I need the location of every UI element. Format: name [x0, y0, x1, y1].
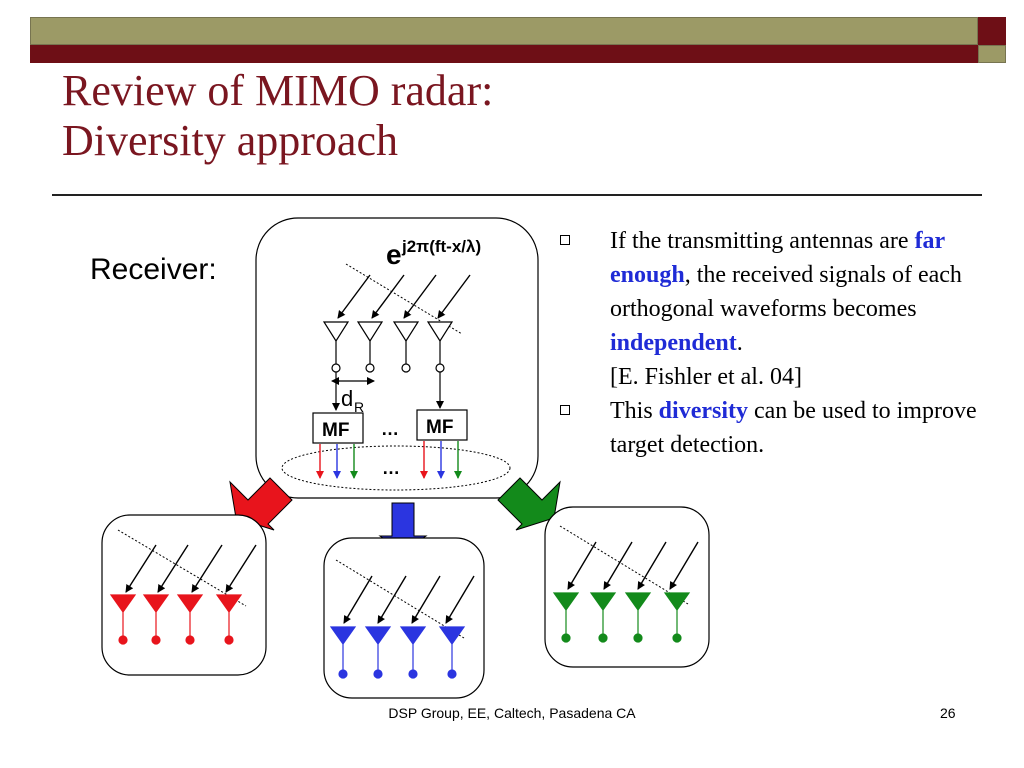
output-group-ellipse: [281, 445, 511, 491]
wave-exp-base: e: [386, 239, 402, 270]
mf-box-left: [312, 412, 364, 444]
receiver-label: Receiver:: [90, 253, 217, 286]
bullet-square-icon: [560, 235, 570, 245]
title-line-1: Review of MIMO radar:: [62, 66, 494, 115]
bullet-1-post: .: [736, 330, 743, 356]
bullet-item-2: This diversity can be used to improve ta…: [556, 394, 996, 462]
subarray-green: [544, 506, 710, 668]
bullet-1-highlight-independent: independent: [610, 330, 737, 356]
bullet-2-highlight-diversity: diversity: [658, 398, 748, 424]
green-branch-arrow: [497, 477, 561, 531]
title-divider: [52, 194, 982, 196]
header-bar-olive: [30, 17, 978, 45]
mf-outputs: [316, 441, 462, 479]
subarray-blue: [323, 537, 485, 699]
bullet-1-mid: , the received signals of each orthogona…: [610, 262, 962, 322]
header-square-maroon: [978, 17, 1006, 45]
bullet-square-icon: [560, 405, 570, 415]
footer-text: DSP Group, EE, Caltech, Pasadena CA: [388, 705, 636, 721]
mf-label-right: MF: [426, 417, 453, 438]
bullet-1-highlight-far: far enough: [610, 228, 945, 288]
spacing-label: d: [341, 386, 353, 411]
bullet-1-pre: If the transmitting antennas are: [610, 228, 915, 254]
header-square-olive: [978, 45, 1006, 63]
output-ellipsis: …: [382, 458, 400, 478]
mf-feeds: [332, 372, 444, 411]
bullet-1-text: If the transmitting antennas are far eno…: [610, 228, 962, 390]
header-bar-maroon: [30, 45, 978, 63]
bullet-2-text: This diversity can be used to improve ta…: [610, 398, 977, 458]
title-line-2: Diversity approach: [62, 116, 398, 165]
mf-label-left: MF: [322, 420, 349, 441]
header-bar: [30, 17, 1006, 63]
subarray-red: [101, 514, 267, 676]
mf-box-right: [416, 409, 468, 441]
bullet-item-1: If the transmitting antennas are far eno…: [556, 224, 996, 394]
bullet-list: If the transmitting antennas are far eno…: [556, 224, 996, 462]
bullet-1-reference: [E. Fishler et al. 04]: [610, 364, 802, 390]
bullet-2-post: can be used to improve target detection.: [610, 398, 977, 458]
slide-title: Review of MIMO radar: Diversity approach: [62, 66, 622, 166]
page-number: 26: [940, 705, 956, 721]
incoming-rays: [337, 274, 471, 319]
mf-ellipsis: …: [381, 419, 399, 439]
spacing-subscript: R: [354, 399, 364, 415]
bullet-2-pre: This: [610, 398, 659, 424]
wave-exp-power: j2π(ft-x/λ): [401, 237, 481, 256]
